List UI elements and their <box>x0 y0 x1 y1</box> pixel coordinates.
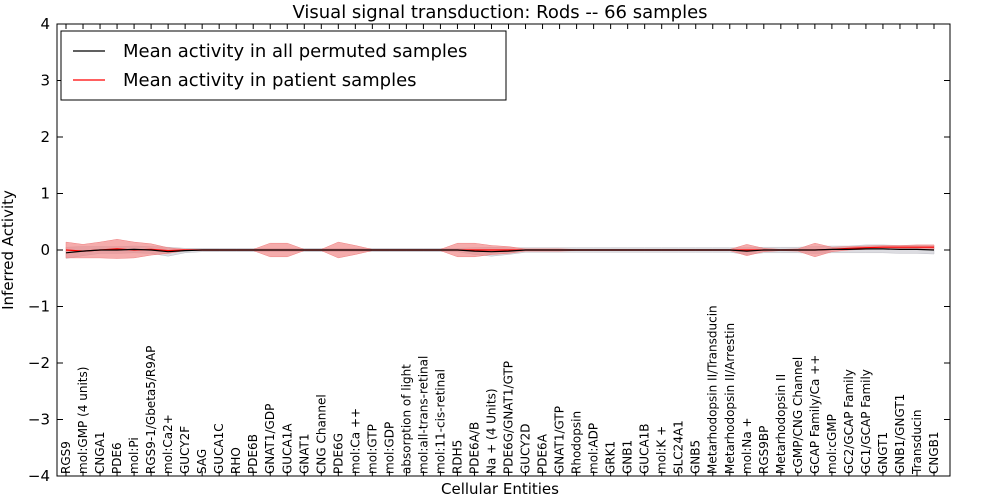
confidence-bands <box>65 239 935 259</box>
x-tick-label: GUCY2F <box>178 426 192 474</box>
x-tick-label: SAG <box>195 449 209 474</box>
x-tick-label: mol:Pi <box>127 437 141 474</box>
legend-label-patient: Mean activity in patient samples <box>123 70 417 91</box>
x-tick-label: PDE6 <box>110 442 124 474</box>
x-tick-label: PDE6G/GNAT1/GTP <box>502 361 516 474</box>
y-tick-label: −1 <box>28 298 50 316</box>
x-tick-label: GUCY2D <box>519 424 533 474</box>
chart-title: Visual signal transduction: Rods -- 66 s… <box>292 2 707 23</box>
legend-box <box>60 30 507 101</box>
x-tick-label: GRK1 <box>604 441 618 474</box>
x-tick-label: GNB5 <box>689 440 703 474</box>
series-line-permuted <box>65 248 935 254</box>
x-tick-label: GNB1/GNGT1 <box>893 394 907 474</box>
x-tick-label: GNGT1 <box>876 432 890 474</box>
y-tick-label: 1 <box>40 185 50 203</box>
y-tick-label: −4 <box>28 467 50 485</box>
x-tick-label: mol:Ca2+ <box>161 414 175 474</box>
legend: Mean activity in all permuted samples Me… <box>60 30 507 101</box>
series-lines <box>65 246 935 254</box>
legend-label-permuted: Mean activity in all permuted samples <box>123 41 467 62</box>
x-tick-label: Metarhodopsin II/Arrestin <box>723 323 737 474</box>
x-tick-label: GUCA1B <box>638 423 652 474</box>
x-tick-label: RDH5 <box>451 440 465 474</box>
x-tick-label: Metarhodopsin II/Transducin <box>706 305 720 474</box>
x-tick-label: PDE6G <box>331 433 345 474</box>
y-axis-label: Inferred Activity <box>0 190 17 310</box>
x-tick-label: mol:11-cis-retinal <box>433 369 447 474</box>
x-tick-label: mol:GTP <box>365 424 379 474</box>
x-tick-label: CNG Channel <box>314 394 328 474</box>
x-tick-label: GNAT1 <box>297 433 311 474</box>
x-axis-label: Cellular Entities <box>441 480 559 498</box>
y-tick-label: 2 <box>40 128 50 146</box>
x-tick-label: mol:ADP <box>587 423 601 474</box>
x-tick-label: CNGB1 <box>927 431 941 474</box>
x-tick-label: Na + (4 Units) <box>485 388 499 474</box>
x-tick-label: mol:K + <box>655 426 669 474</box>
y-axis-ticks: −4 −3 −2 −1 0 1 2 3 4 <box>28 15 950 485</box>
x-tick-label: GNB1 <box>621 440 635 474</box>
x-tick-label: RGS9BP <box>757 426 771 474</box>
x-tick-label: GUCA1A <box>280 423 294 474</box>
y-tick-label: −3 <box>28 411 50 429</box>
x-tick-label: Transducin <box>910 410 924 475</box>
x-tick-label: PDE6A <box>536 433 550 474</box>
x-tick-label: GNAT1/GDP <box>263 404 277 474</box>
x-tick-label: mol:cGMP <box>825 414 839 474</box>
x-tick-label: PDE6A/B <box>468 422 482 474</box>
y-tick-label: 0 <box>40 241 50 259</box>
x-tick-label: mol:GMP (4 units) <box>76 367 90 474</box>
x-tick-label: mol:Ca ++ <box>348 408 362 474</box>
x-tick-label: PDE6B <box>246 434 260 474</box>
plot-frame <box>56 23 951 477</box>
x-tick-label: mol:all-trans-retinal <box>416 356 430 474</box>
x-tick-label: SLC24A1 <box>672 420 686 474</box>
x-tick-label: GCAP Family/Ca ++ <box>808 355 822 474</box>
x-tick-label: mol:GDP <box>382 422 396 474</box>
x-tick-label: Metarhodopsin II <box>774 374 788 474</box>
x-tick-label: RHO <box>229 447 243 474</box>
y-tick-label: −2 <box>28 354 50 372</box>
x-tick-label: GUCA1C <box>212 423 226 474</box>
x-tick-label: RGS9 <box>59 441 73 474</box>
x-tick-label: mol:Na + <box>740 417 754 474</box>
x-tick-label: GC2/GCAP Family <box>842 369 856 474</box>
x-tick-label: CNGA1 <box>93 432 107 475</box>
x-tick-label: RGS9-1/Gbeta5/R9AP <box>144 346 158 474</box>
x-tick-label: absorption of light <box>399 364 413 474</box>
x-tick-label: Rhodopsin <box>570 411 584 474</box>
x-tick-label: GNAT1/GTP <box>553 406 567 474</box>
x-tick-label: cGMP/CNG Channel <box>791 357 805 474</box>
y-tick-label: 4 <box>40 15 50 33</box>
x-tick-label: GC1/GCAP Family <box>859 369 873 474</box>
y-tick-label: 3 <box>40 72 50 90</box>
